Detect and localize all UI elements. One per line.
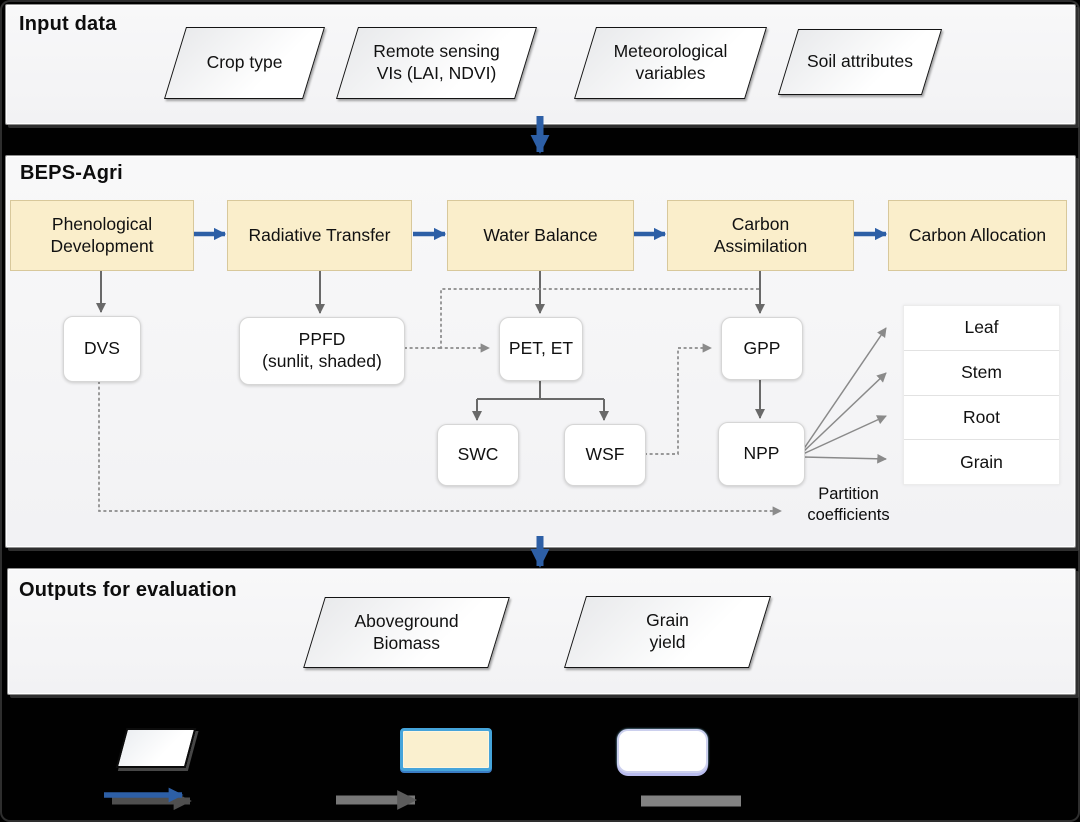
var-wsf: WSF — [564, 424, 646, 486]
var-dvs: DVS — [63, 316, 141, 382]
legend-variable-box — [617, 729, 708, 773]
var-ppfd: PPFD(sunlit, shaded) — [239, 317, 405, 385]
input-panel-title: Input data — [19, 13, 117, 35]
input-soil-attributes: Soil attributes — [777, 29, 943, 95]
parallelogram-shape — [115, 728, 197, 768]
var-swc: SWC — [437, 424, 519, 486]
pool-leaf: Leaf — [964, 317, 999, 338]
allocation-pools-table: Leaf Stem Root Grain — [903, 305, 1060, 485]
var-gpp: GPP — [721, 317, 803, 380]
pool-grain: Grain — [904, 439, 1059, 484]
pool-root: Root — [904, 394, 1059, 440]
model-panel-title: BEPS-Agri — [20, 162, 123, 184]
outputs-panel-title: Outputs for evaluation — [19, 579, 237, 601]
input-crop-type: Crop type — [163, 27, 326, 99]
var-npp: NPP — [718, 422, 805, 486]
legend-data-parallelogram — [115, 728, 197, 768]
module-carbon-allocation: Carbon Allocation — [888, 200, 1067, 271]
legend-module-box — [400, 728, 492, 771]
module-water-balance: Water Balance — [447, 200, 634, 271]
module-radiative-transfer: Radiative Transfer — [227, 200, 412, 271]
outputs-panel: Outputs for evaluation — [7, 568, 1076, 695]
pool-stem: Stem — [904, 349, 1059, 395]
var-pet-et: PET, ET — [499, 317, 583, 381]
partition-coefficients-label: Partition coefficients — [807, 485, 890, 525]
